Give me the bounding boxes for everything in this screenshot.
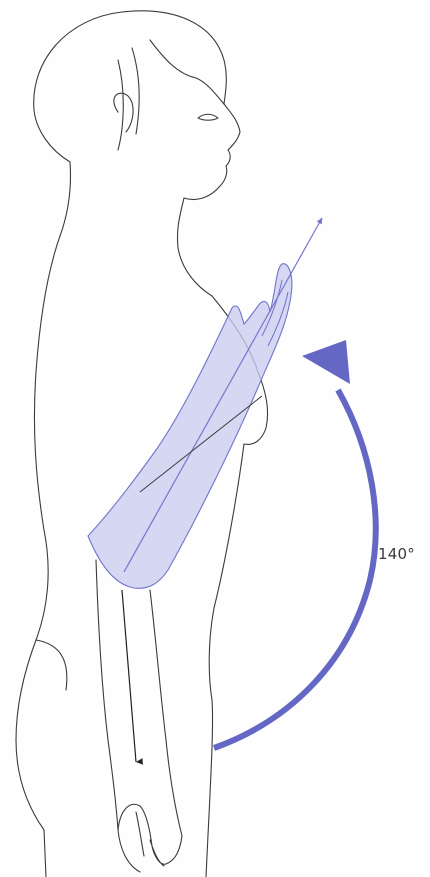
raised-arm-axis-line <box>124 218 322 572</box>
neck-front <box>177 198 212 296</box>
arm-rest-front <box>150 590 182 836</box>
rotation-arc-arrow <box>214 390 376 748</box>
arm-rest-back <box>96 560 140 872</box>
abdomen-front <box>206 444 244 877</box>
rotation-arrowhead <box>302 340 350 384</box>
head-outline <box>34 11 227 110</box>
nape-line <box>34 110 70 162</box>
back-contour <box>16 162 71 877</box>
raised-arm <box>88 264 292 589</box>
rest-arm-arrow <box>122 590 136 762</box>
hand-rest <box>118 804 182 866</box>
face-profile <box>184 104 240 200</box>
raised-arm-shape <box>88 264 292 589</box>
hair-fringe <box>118 40 224 150</box>
eye <box>198 114 218 120</box>
angle-label: 140° <box>378 545 415 563</box>
buttock <box>36 640 67 690</box>
